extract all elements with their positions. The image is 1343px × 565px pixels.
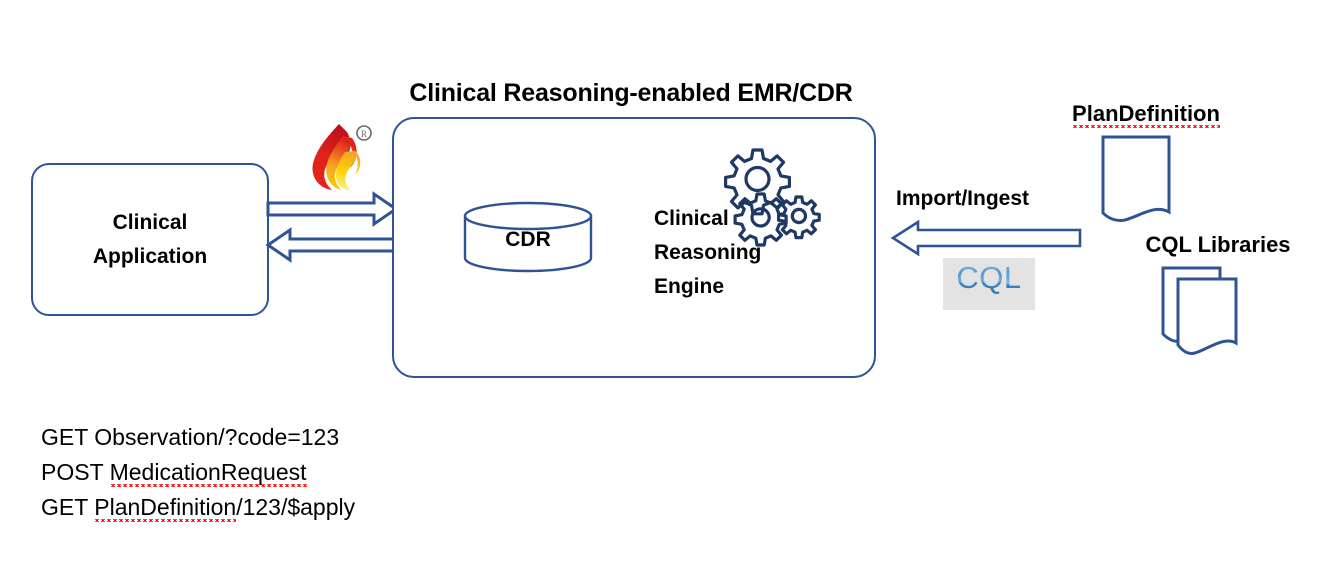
cdr-label: CDR xyxy=(505,228,551,251)
plandefinition-label: PlanDefinition xyxy=(1046,100,1246,128)
svg-text:R: R xyxy=(361,129,367,139)
cql-libraries-document-stack-icon xyxy=(1160,265,1260,361)
request-3-suffix: /123/$apply xyxy=(236,494,356,520)
cql-logo-text: CQL xyxy=(943,260,1035,296)
clinical-application-box: Clinical Application xyxy=(31,163,269,316)
request-2-resource: MedicationRequest xyxy=(109,459,307,485)
arrow-left-response xyxy=(265,227,398,263)
clinical-application-label: Clinical Application xyxy=(93,206,207,274)
cql-logo-reflection: CQL xyxy=(943,268,1035,288)
clinical-reasoning-engine-label: Clinical Reasoning Engine xyxy=(654,202,854,304)
clinical-application-line2: Application xyxy=(92,244,208,268)
request-line-1: GET Observation/?code=123 xyxy=(41,420,601,455)
cql-libraries-label: CQL Libraries xyxy=(1145,232,1291,257)
clinical-application-line1: Clinical xyxy=(112,210,188,234)
plandefinition-document-icon xyxy=(1100,134,1180,226)
gears-icon xyxy=(712,142,822,254)
registered-trademark-icon: R xyxy=(356,125,372,141)
engine-line1: Clinical xyxy=(654,207,729,230)
request-1-method: GET xyxy=(41,424,88,450)
import-ingest-label: Import/Ingest xyxy=(896,187,1030,210)
request-1-path: Observation/?code=123 xyxy=(94,424,340,450)
request-3-resource: PlanDefinition xyxy=(94,494,237,520)
request-line-3: GET PlanDefinition/123/$apply xyxy=(41,490,601,525)
cdr-database-cylinder: CDR xyxy=(463,201,593,274)
plandefinition-text: PlanDefinition xyxy=(1072,101,1220,126)
engine-line2: Reasoning xyxy=(654,241,762,264)
fhir-request-response-arrows xyxy=(265,191,406,272)
request-line-2: POST MedicationRequest xyxy=(41,455,601,490)
fhir-flame-icon: R xyxy=(299,118,377,196)
request-2-method: POST xyxy=(41,459,104,485)
import-ingest-arrow xyxy=(890,219,1085,260)
fhir-request-examples: GET Observation/?code=123 POST Medicatio… xyxy=(41,420,601,525)
engine-line3: Engine xyxy=(654,275,725,298)
cql-logo: CQL CQL xyxy=(943,258,1035,310)
arrow-right-request xyxy=(266,191,399,227)
page-title: Clinical Reasoning-enabled EMR/CDR xyxy=(409,79,853,107)
request-3-method: GET xyxy=(41,494,88,520)
